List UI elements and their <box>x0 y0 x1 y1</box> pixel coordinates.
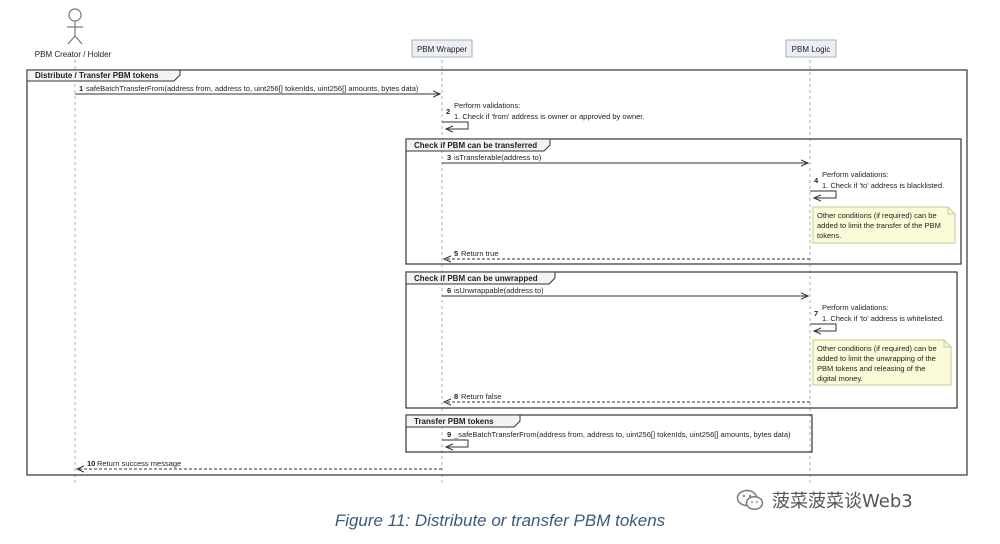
participant-box-logic: PBM Logic <box>785 39 837 58</box>
note-transfer: Other conditions (if required) can be ad… <box>812 206 956 244</box>
watermark: 菠菜菠菜谈Web3 <box>736 487 913 513</box>
svg-text:digital money.: digital money. <box>817 374 863 383</box>
figure-caption: Figure 11: Distribute or transfer PBM to… <box>334 511 666 530</box>
message-9: 9 _safeBatchTransferFrom(address from, a… <box>442 430 791 447</box>
svg-text:added to limit the transfer of: added to limit the transfer of the PBM <box>817 221 941 230</box>
svg-text:safeBatchTransferFrom(address: safeBatchTransferFrom(address from, addr… <box>86 84 419 93</box>
frame-transfer-label: Transfer PBM tokens <box>414 417 494 426</box>
svg-text:isUnwrappable(address to): isUnwrappable(address to) <box>454 286 544 295</box>
svg-text:6: 6 <box>447 286 451 295</box>
note-unwrap: Other conditions (if required) can be ad… <box>812 339 952 386</box>
message-6: 6 isUnwrappable(address to) <box>442 286 808 296</box>
svg-text:1: 1 <box>79 84 83 93</box>
message-8: 8 Return false <box>444 392 810 402</box>
svg-text:_safeBatchTransferFrom(address: _safeBatchTransferFrom(address from, add… <box>453 430 791 439</box>
message-7: 7 Perform validations: 1. Check if 'to' … <box>810 303 944 331</box>
svg-text:Return success message: Return success message <box>97 459 181 468</box>
svg-text:added to limit the unwrapping: added to limit the unwrapping of the <box>817 354 936 363</box>
svg-text:3: 3 <box>447 153 451 162</box>
svg-text:1. Check if 'from' address is: 1. Check if 'from' address is owner or a… <box>454 112 644 121</box>
svg-text:10: 10 <box>87 459 95 468</box>
svg-text:Perform validations:: Perform validations: <box>822 170 888 179</box>
frame-check-transfer: Check if PBM can be transferred <box>405 138 962 265</box>
svg-text:4: 4 <box>814 176 819 185</box>
message-5: 5 Return true <box>444 249 810 259</box>
svg-text:1. Check if 'to' address is bl: 1. Check if 'to' address is blacklisted. <box>822 181 944 190</box>
frame-outer-label: Distribute / Transfer PBM tokens <box>35 71 159 80</box>
frame-check-transfer-label: Check if PBM can be transferred <box>414 141 537 150</box>
svg-text:2: 2 <box>446 107 450 116</box>
svg-text:Perform validations:: Perform validations: <box>822 303 888 312</box>
svg-text:Other conditions (if required): Other conditions (if required) can be <box>817 211 937 220</box>
message-3: 3 isTransferable(address to) <box>442 153 808 163</box>
svg-text:Return true: Return true <box>461 249 499 258</box>
svg-text:8: 8 <box>454 392 458 401</box>
participant-box-wrapper: PBM Wrapper <box>411 39 473 58</box>
message-1: 1 safeBatchTransferFrom(address from, ad… <box>75 84 440 94</box>
svg-text:Return false: Return false <box>461 392 501 401</box>
message-10: 10 Return success message <box>77 459 442 469</box>
watermark-text: 菠菜菠菜谈Web3 <box>772 491 913 512</box>
participant-holder: PBM Creator / Holder <box>35 50 112 59</box>
svg-text:9: 9 <box>447 430 451 439</box>
svg-text:7: 7 <box>814 309 818 318</box>
message-2: 2 Perform validations: 1. Check if 'from… <box>442 101 644 129</box>
frame-check-unwrap-label: Check if PBM can be unwrapped <box>414 274 538 283</box>
svg-text:tokens.: tokens. <box>817 231 841 240</box>
svg-text:Perform validations:: Perform validations: <box>454 101 520 110</box>
svg-text:Other conditions (if required): Other conditions (if required) can be <box>817 344 937 353</box>
message-4: 4 Perform validations: 1. Check if 'to' … <box>810 170 944 198</box>
participant-logic: PBM Logic <box>792 45 831 54</box>
svg-text:PBM tokens and releasing of th: PBM tokens and releasing of the <box>817 364 925 373</box>
svg-text:5: 5 <box>454 249 458 258</box>
frame-check-unwrap: Check if PBM can be unwrapped <box>405 271 958 409</box>
frame-transfer: Transfer PBM tokens <box>405 414 813 453</box>
wechat-icon <box>736 489 764 511</box>
participant-wrapper: PBM Wrapper <box>417 45 467 54</box>
svg-text:isTransferable(address to): isTransferable(address to) <box>454 153 542 162</box>
frame-outer: Distribute / Transfer PBM tokens <box>26 69 968 476</box>
svg-text:1. Check if 'to' address is wh: 1. Check if 'to' address is whitelisted. <box>822 314 944 323</box>
actor-icon <box>67 8 83 45</box>
